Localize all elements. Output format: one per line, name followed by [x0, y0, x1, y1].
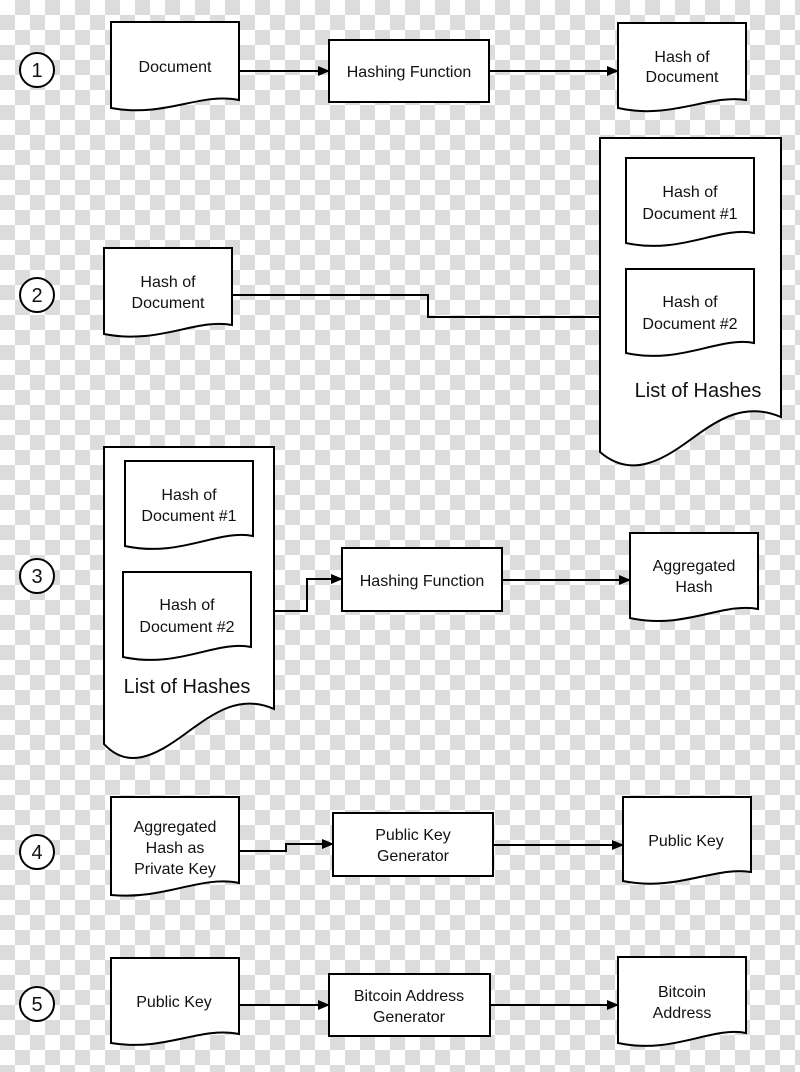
- step-number-badge: 5: [19, 986, 55, 1022]
- document-node[interactable]: Hash of Document #2: [625, 268, 755, 357]
- step-number-badge: 4: [19, 834, 55, 870]
- step-3: 3 List of Hashes Hash of Document #1 Has…: [19, 446, 759, 760]
- node-label: Aggregated: [134, 819, 217, 836]
- node-label: Document #1: [141, 508, 236, 525]
- document-node[interactable]: Bitcoin Address: [617, 956, 747, 1047]
- step-number: 2: [31, 285, 42, 307]
- document-node[interactable]: Public Key: [622, 796, 752, 885]
- document-node[interactable]: Aggregated Hash: [629, 532, 759, 623]
- node-label: Generator: [377, 848, 450, 865]
- node-label: Public Key: [375, 827, 451, 844]
- step-4: 4 Aggregated Hash as Private Key Public …: [19, 796, 752, 897]
- step-number: 3: [31, 566, 42, 588]
- process-node[interactable]: Hashing Function: [341, 547, 503, 612]
- node-label: Generator: [373, 1009, 446, 1026]
- step-number: 4: [31, 842, 42, 864]
- document-node[interactable]: Aggregated Hash as Private Key: [110, 796, 240, 897]
- connector-arrow: [274, 574, 343, 612]
- node-label: Hashing Function: [360, 573, 485, 590]
- step-5: 5 Public Key Bitcoin Address Generator B…: [19, 956, 747, 1047]
- container-label: List of Hashes: [635, 380, 762, 402]
- node-label: Address: [653, 1005, 712, 1022]
- process-node[interactable]: Hashing Function: [328, 39, 490, 103]
- node-label: Public Key: [648, 833, 724, 850]
- document-node[interactable]: Hash of Document #1: [124, 460, 254, 550]
- step-number: 1: [31, 60, 42, 82]
- step-number-badge: 1: [19, 52, 55, 88]
- step-number-badge: 2: [19, 277, 55, 313]
- node-label: Hashing Function: [347, 64, 472, 81]
- node-label: Hash of: [662, 294, 718, 311]
- container-label: List of Hashes: [124, 676, 251, 698]
- connector-arrow: [239, 839, 334, 852]
- document-node[interactable]: Hash of Document: [617, 22, 747, 113]
- process-node[interactable]: Public Key Generator: [332, 812, 494, 877]
- document-node[interactable]: Hash of Document #2: [122, 571, 252, 661]
- connector-arrow: [232, 294, 626, 322]
- step-2: 2 Hash of Document List of Hashes Hash o…: [19, 137, 782, 467]
- node-label: Private Key: [134, 861, 216, 878]
- node-label: Document #2: [139, 619, 234, 636]
- node-label: Hash: [675, 579, 712, 596]
- node-label: Aggregated: [653, 558, 736, 575]
- document-node[interactable]: Document: [110, 21, 240, 112]
- step-number: 5: [31, 994, 42, 1016]
- document-node[interactable]: Hash of Document #1: [625, 157, 755, 247]
- document-node[interactable]: Hash of Document: [103, 247, 233, 338]
- node-label: Hash of: [159, 597, 215, 614]
- node-label: Document: [646, 69, 719, 86]
- node-label: Document: [132, 295, 205, 312]
- node-label: Document #1: [642, 206, 737, 223]
- node-label: Hash as: [146, 840, 205, 857]
- node-label: Bitcoin: [658, 984, 706, 1001]
- node-label: Document: [139, 59, 212, 76]
- document-node[interactable]: Public Key: [110, 957, 240, 1046]
- node-label: Hash of: [161, 487, 217, 504]
- node-label: Bitcoin Address: [354, 988, 464, 1005]
- node-label: Hash of: [140, 274, 196, 291]
- step-number-badge: 3: [19, 558, 55, 594]
- node-label: Document #2: [642, 316, 737, 333]
- node-label: Hash of: [662, 184, 718, 201]
- step-1: 1 Document Hashing Function Hash of Docu…: [19, 21, 747, 113]
- process-node[interactable]: Bitcoin Address Generator: [328, 973, 491, 1037]
- node-label: Hash of: [654, 49, 710, 66]
- node-label: Public Key: [136, 994, 212, 1011]
